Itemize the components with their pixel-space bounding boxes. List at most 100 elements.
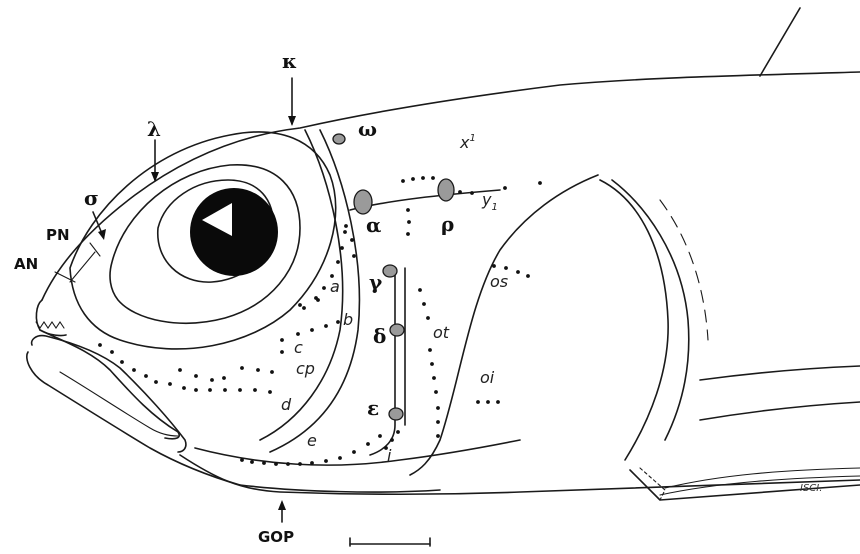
pore-dot xyxy=(436,434,440,438)
label-kappa: κ xyxy=(282,49,297,73)
photophore-gamma xyxy=(383,265,397,277)
pore-dot xyxy=(250,460,254,464)
pores-supraorbital xyxy=(401,176,542,195)
label-y1: y1 xyxy=(481,190,498,213)
pore-dot xyxy=(210,378,214,382)
pore-dot xyxy=(194,374,198,378)
pore-dot xyxy=(422,302,426,306)
pore-dot xyxy=(110,350,114,354)
pore-dot xyxy=(280,338,284,342)
interopercle-line xyxy=(370,268,395,455)
pore-dot xyxy=(296,332,300,336)
pores-oi-row xyxy=(476,400,500,404)
pores-c-row xyxy=(280,338,284,354)
teeth xyxy=(36,322,64,328)
pore-dot xyxy=(430,362,434,366)
pore-dot xyxy=(274,462,278,466)
pore-dot xyxy=(411,177,415,181)
pores-a-row xyxy=(302,298,320,310)
pore-dot xyxy=(310,328,314,332)
gop-arrowhead xyxy=(278,500,286,510)
pore-dot xyxy=(336,260,340,264)
pore-dot xyxy=(322,286,326,290)
label-d: d xyxy=(281,395,292,414)
label-omega: ω xyxy=(358,117,377,141)
pore-dot xyxy=(436,420,440,424)
pore-dot xyxy=(208,388,212,392)
label-alpha: α xyxy=(366,213,381,237)
arrows xyxy=(55,78,296,522)
label-epsilon: ε xyxy=(367,396,379,420)
lambda-arrowhead xyxy=(151,172,159,182)
pore-dot xyxy=(406,232,410,236)
label-delta: δ xyxy=(373,324,386,348)
pore-dot xyxy=(240,458,244,462)
pore-dot xyxy=(492,264,496,268)
pore-dot xyxy=(352,254,356,258)
photophores xyxy=(333,134,454,420)
label-pn: PN xyxy=(46,226,70,244)
label-sigma: σ xyxy=(84,186,99,210)
pore-dot xyxy=(178,368,182,372)
subopercle-line xyxy=(195,440,520,465)
pore-dot xyxy=(401,179,405,183)
pore-dot xyxy=(336,320,340,324)
label-x1: x1 xyxy=(459,133,476,152)
pore-dot xyxy=(310,461,314,465)
pore-dot xyxy=(268,390,272,394)
lateral-line-upper xyxy=(700,366,860,380)
pore-dot xyxy=(340,246,344,250)
pore-dot xyxy=(222,376,226,380)
pores-b-row xyxy=(296,320,340,336)
pore-dot xyxy=(298,303,302,307)
pore-dot xyxy=(436,406,440,410)
photophore-epsilon xyxy=(389,408,403,420)
kappa-arrowhead xyxy=(288,116,296,126)
pore-dot xyxy=(390,438,394,442)
pore-dot xyxy=(154,380,158,384)
pore-dot xyxy=(396,430,400,434)
an-leader xyxy=(55,272,75,282)
lateral-line-lower xyxy=(700,402,860,420)
lower-jaw-outer xyxy=(27,352,240,485)
pore-dot xyxy=(516,270,520,274)
pore-dot xyxy=(476,400,480,404)
pore-dot xyxy=(168,382,172,386)
pore-dot xyxy=(486,400,490,404)
pores-alpha-row xyxy=(406,208,411,236)
head-structure xyxy=(70,130,860,500)
pore-dot xyxy=(98,343,102,347)
pore-dot xyxy=(434,390,438,394)
signature: ISCI. xyxy=(800,483,822,494)
pore-dot xyxy=(496,400,500,404)
pore-dot xyxy=(418,288,422,292)
pore-dot xyxy=(120,360,124,364)
scale-bar xyxy=(350,538,430,546)
pore-dot xyxy=(182,386,186,390)
pore-dot xyxy=(280,350,284,354)
pore-dot xyxy=(432,376,436,380)
pores-ot-row xyxy=(418,288,440,438)
pore-dot xyxy=(132,368,136,372)
pore-dot xyxy=(338,456,342,460)
eye xyxy=(70,132,336,349)
pore-dot xyxy=(343,230,347,234)
pore-dot xyxy=(324,324,328,328)
pore-dot xyxy=(298,462,302,466)
pore-dot xyxy=(526,274,530,278)
label-rho: ρ xyxy=(441,212,454,236)
pore-dot xyxy=(144,374,148,378)
pore-dot xyxy=(286,462,290,466)
fish-outline xyxy=(27,8,860,494)
pore-dot xyxy=(428,348,432,352)
pore-dot xyxy=(194,388,198,392)
cleithrum-1 xyxy=(600,180,668,460)
pore-dot xyxy=(504,266,508,270)
pore-dot xyxy=(352,450,356,454)
label-lambda: λ xyxy=(147,117,161,141)
pore-dot xyxy=(421,176,425,180)
pore-dot xyxy=(503,186,507,190)
label-i: i xyxy=(387,446,392,465)
